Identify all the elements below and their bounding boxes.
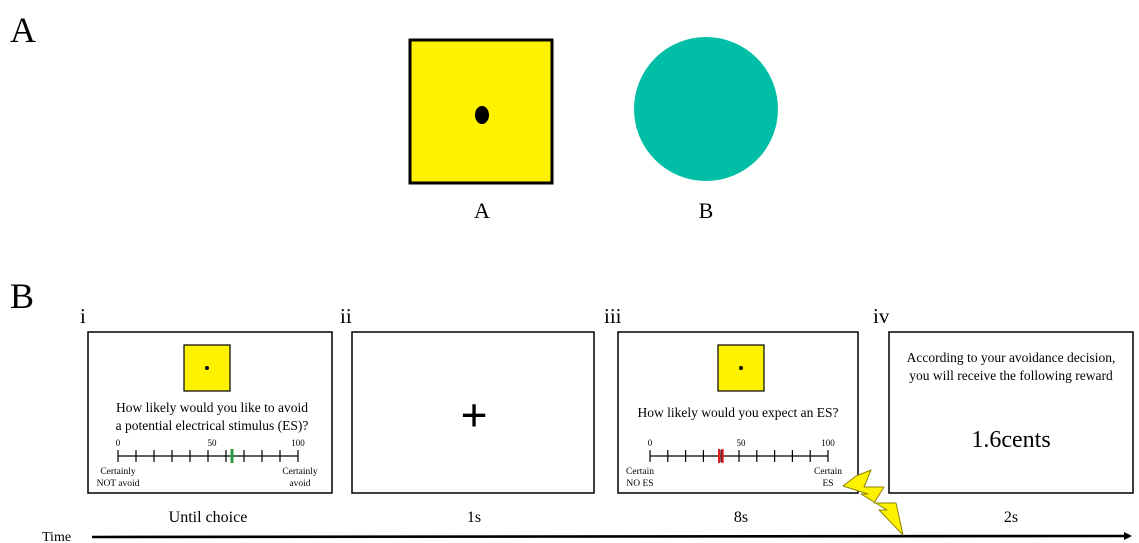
scale-i-left-anchor-line1: Certainly	[100, 467, 136, 477]
teal-circle-stimulus	[634, 37, 778, 181]
screen-iv-duration: 2s	[1004, 509, 1018, 526]
reward-amount: 1.6cents	[971, 427, 1050, 453]
small-fixation-dot-iii	[739, 366, 743, 370]
screen-iv: iv According to your avoidance decision,…	[873, 304, 1134, 526]
panel-a-label: A	[10, 10, 36, 50]
choice-marker-green	[230, 449, 234, 463]
scale-i-left-anchor-line2: NOT avoid	[97, 479, 140, 489]
reward-message-line1: According to your avoidance decision,	[907, 350, 1116, 365]
expectancy-marker-red-right	[721, 449, 724, 463]
screen-ii-frame	[351, 331, 595, 494]
screen-iv-frame	[888, 331, 1134, 494]
fixation-dot	[475, 106, 489, 124]
stimulus-a-label: A	[474, 198, 490, 223]
scale-i-tick-0: 0	[116, 438, 121, 448]
stimulus-b-label: B	[699, 198, 714, 223]
rating-scale-i	[117, 450, 299, 462]
scale-i-right-anchor-line2: avoid	[289, 479, 310, 489]
scale-iii-left-anchor-line1: Certain	[626, 467, 654, 477]
scale-iii-tick-0: 0	[648, 438, 653, 448]
scale-i-right-anchor-line1: Certainly	[282, 467, 318, 477]
scale-iii-tick-50: 50	[737, 438, 747, 448]
stimulus-a: A	[408, 38, 554, 223]
screen-ii-index: ii	[340, 304, 352, 328]
time-axis-arrow	[91, 532, 1132, 541]
scale-i-tick-50: 50	[208, 438, 218, 448]
rating-scale-iii	[649, 450, 829, 462]
scale-iii-right-anchor-line2: ES	[822, 479, 833, 489]
screen-i-question-line1: How likely would you like to avoid	[116, 400, 308, 415]
scale-iii-tick-100: 100	[821, 438, 835, 448]
stimulus-b: B	[634, 37, 778, 223]
screen-iii-duration: 8s	[734, 509, 748, 526]
screen-iii-index: iii	[604, 304, 622, 328]
panel-b-label: B	[10, 276, 34, 316]
screen-iv-index: iv	[873, 304, 890, 328]
screen-i: i How likely would you like to avoid a p…	[80, 304, 333, 526]
screen-iii-question: How likely would you expect an ES?	[638, 405, 839, 420]
scale-iii-right-anchor-line1: Certain	[814, 467, 842, 477]
screen-iii: iii How likely would you expect an ES? 0…	[604, 304, 859, 526]
scale-i-tick-100: 100	[291, 438, 305, 448]
expectancy-marker-red-left	[718, 449, 721, 463]
reward-message-line2: you will receive the following reward	[909, 368, 1113, 383]
screen-i-duration: Until choice	[169, 509, 248, 526]
screen-ii-duration: 1s	[467, 509, 481, 526]
screen-i-index: i	[80, 304, 86, 328]
screen-i-question-line2: a potential electrical stimulus (ES)?	[116, 418, 309, 433]
fixation-cross: +	[460, 389, 487, 442]
time-axis-label: Time	[42, 530, 71, 543]
scale-iii-left-anchor-line2: NO ES	[626, 479, 653, 489]
lightning-bolt-icon	[842, 469, 904, 536]
small-fixation-dot	[205, 366, 209, 370]
screen-ii: ii + 1s	[340, 304, 595, 526]
